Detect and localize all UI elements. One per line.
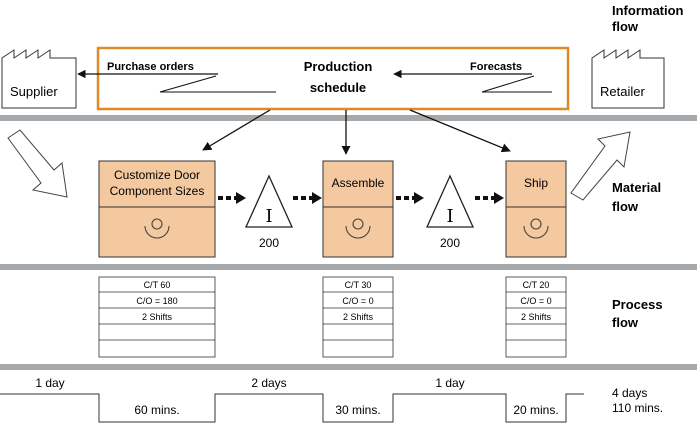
push-arrow (293, 192, 322, 204)
production-schedule-box (96, 46, 570, 111)
process-flow-label: Process (612, 297, 663, 312)
push-arrow (396, 192, 424, 204)
data-box-row: C/O = 0 (520, 296, 551, 306)
process-flow-label: flow (612, 315, 639, 330)
separator-band (0, 364, 697, 370)
forecasts-label: Forecasts (470, 61, 522, 73)
inventory-symbol: I (265, 206, 272, 227)
data-box-row: 2 Shifts (142, 312, 173, 322)
supplier-factory-icon (1, 49, 77, 109)
production-schedule-label: Production (304, 59, 373, 74)
data-box-row: C/T 30 (345, 280, 372, 290)
push-arrow (475, 192, 504, 204)
information-flow-label: Information (612, 3, 684, 18)
process-time: 30 mins. (335, 403, 380, 417)
process-time: 20 mins. (513, 403, 558, 417)
process-time: 60 mins. (134, 403, 179, 417)
process-box-assemble: Assemble (322, 160, 394, 258)
operator-icon (144, 218, 170, 239)
wait-time: 1 day (435, 376, 464, 390)
process-name: Ship (524, 176, 548, 190)
process-name: Customize Door (114, 168, 200, 182)
data-box-row: C/T 60 (144, 280, 171, 290)
inventory-quantity: 200 (440, 236, 460, 250)
purchase-orders-signal (159, 75, 276, 93)
schedule-to-customize-arrow (202, 109, 271, 151)
forecasts-signal (481, 75, 552, 93)
operator-icon (523, 218, 549, 239)
process-name: Component Sizes (110, 184, 205, 198)
retailer-shipment-arrow (570, 131, 631, 201)
inventory-symbol: I (446, 206, 453, 227)
data-box-row: 2 Shifts (521, 312, 552, 322)
data-box-row: C/O = 0 (342, 296, 373, 306)
purchase-orders-label: Purchase orders (107, 61, 194, 73)
data-box-row: C/O = 180 (136, 296, 177, 306)
inventory-quantity: 200 (259, 236, 279, 250)
process-name: Assemble (332, 176, 385, 190)
separator-band (0, 264, 697, 270)
information-flow-label: flow (612, 19, 639, 34)
timeline (0, 393, 584, 423)
data-box-row: C/T 20 (523, 280, 550, 290)
total-process-time: 110 mins. (612, 401, 663, 415)
inventory-triangle: I (425, 174, 475, 228)
wait-time: 1 day (35, 376, 64, 390)
data-box-row: 2 Shifts (343, 312, 374, 322)
data-box-ship (505, 276, 567, 358)
material-flow-label: flow (612, 199, 639, 214)
data-box-customize (98, 276, 216, 358)
schedule-to-ship-arrow (409, 109, 511, 153)
material-flow-label: Material (612, 180, 661, 195)
inventory-triangle: I (244, 174, 294, 228)
operator-icon (345, 218, 371, 239)
retailer-label: Retailer (600, 84, 645, 99)
production-schedule-label: schedule (310, 80, 366, 95)
supplier-label: Supplier (10, 84, 58, 99)
retailer-factory-icon (591, 49, 665, 109)
separator-band (0, 115, 697, 121)
supplier-delivery-arrow (7, 129, 68, 198)
total-lead-time: 4 days (612, 386, 647, 400)
wait-time: 2 days (251, 376, 286, 390)
data-box-assemble (322, 276, 394, 358)
process-box-customize: Customize Door Component Sizes (98, 160, 216, 258)
push-arrow (218, 192, 246, 204)
process-box-ship: Ship (505, 160, 567, 258)
